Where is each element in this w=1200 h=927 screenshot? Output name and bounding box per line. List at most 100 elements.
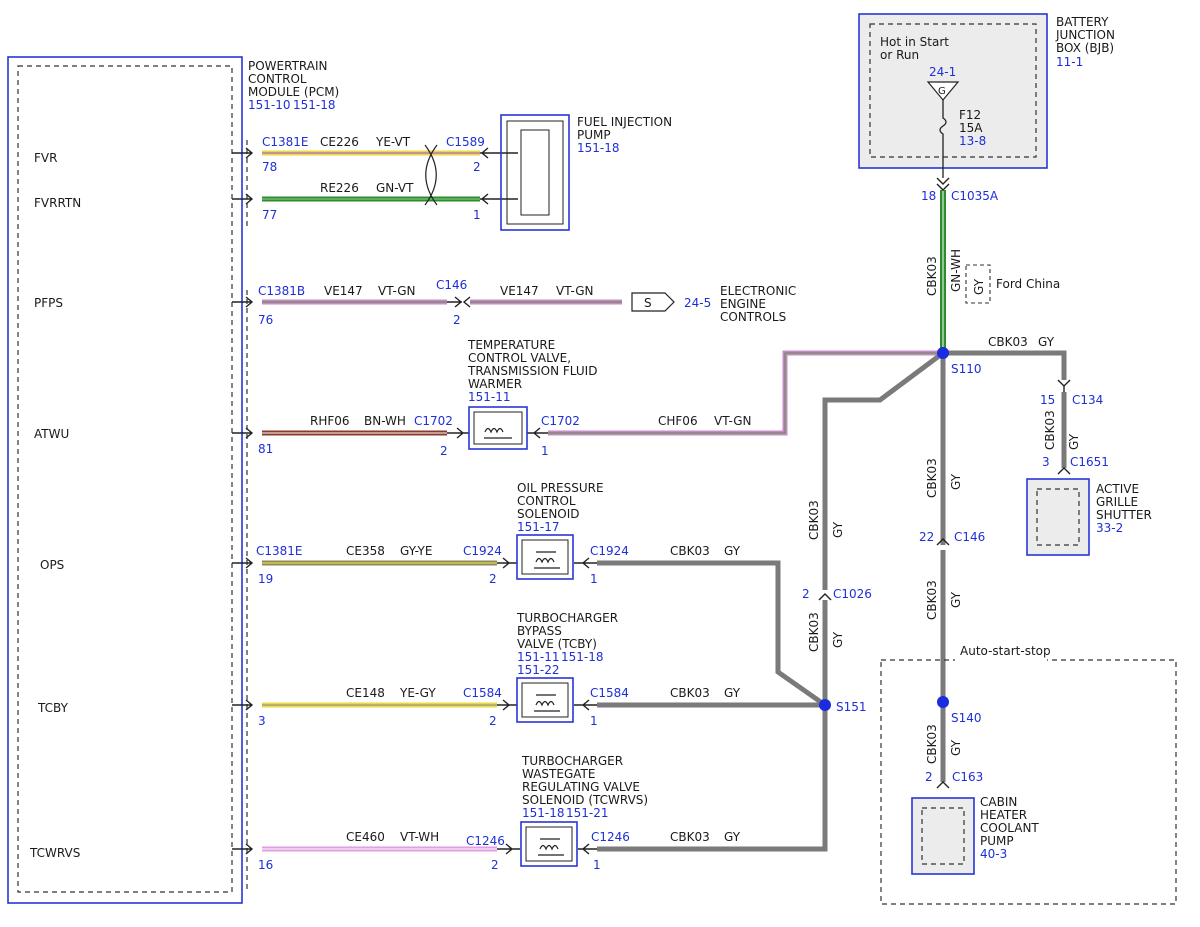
ops-conn-right[interactable]: C1924 [590,544,629,558]
grille-pin-bottom: 3 [1042,455,1050,469]
fuel-pump-title-1: FUEL INJECTION [577,115,672,129]
bjb-hot-1: Hot in Start [880,35,949,49]
tcby-color: YE-GY [399,686,436,700]
fvr-pin-right: 2 [473,160,481,174]
pcm-ref-2[interactable]: 151-18 [293,98,336,112]
ford-china-label: Ford China [996,277,1060,291]
ops-title-3: SOLENOID [517,507,580,521]
fuse-icon [939,100,947,178]
pcm-module: POWERTRAIN CONTROL MODULE (PCM) 151-10 1… [7,56,339,904]
pcm-ref-1[interactable]: 151-10 [248,98,291,112]
fvr-conn-left[interactable]: C1381E [262,135,309,149]
ops-color: GY-YE [400,544,432,558]
pump-feed-color: GY [949,739,963,756]
splice-s140-label: S140 [951,711,982,725]
tcby-title-2: BYPASS [517,624,562,638]
pump-ref[interactable]: 40-3 [980,847,1007,861]
pcm-pin-fvr: FVR [34,151,57,165]
pump-title-3: COOLANT [980,821,1039,835]
atwu-conn-right[interactable]: C1702 [541,414,580,428]
tcwrvs-conn-mid[interactable]: C1246 [466,834,505,848]
tcby-ref-3[interactable]: 151-22 [517,663,560,677]
tcv-ref[interactable]: 151-11 [468,390,511,404]
tcby-ref-1[interactable]: 151-11 [517,650,560,664]
tcby-pin-mid: 2 [489,714,497,728]
ops-circuit-2: CBK03 [670,544,710,558]
eec-symbol: S [644,296,652,310]
tcby-conn-mid[interactable]: C1584 [463,686,502,700]
tcby-ref-2[interactable]: 151-18 [561,650,604,664]
grille-pin-top: 15 [1040,393,1055,407]
pump-feed-circuit: CBK03 [925,724,939,764]
ground-circuits [597,350,1067,852]
active-grille-shutter: ACTIVE GRILLE SHUTTER 33-2 [1026,478,1152,556]
tcwrvs-ref-1[interactable]: 151-18 [522,806,565,820]
bjb-feed-circuit: CBK03 [925,256,939,296]
pcm-title-1: POWERTRAIN [248,59,328,73]
grille-conn-top[interactable]: C134 [1072,393,1103,407]
auto-start-stop-zone: Auto-start-stop [880,644,1177,905]
tcby-pin-left: 3 [258,714,266,728]
tcby-title-3: VALVE (TCBY) [517,637,597,651]
pcm-pin-tcwrvs: TCWRVS [29,846,80,860]
pfps-conn-left[interactable]: C1381B [258,284,305,298]
pcm-pin-pfps: PFPS [34,296,63,310]
trunk-color-b: GY [949,591,963,608]
bjb-ground-ref[interactable]: 24-1 [929,65,956,79]
pfps-conn-mid[interactable]: C146 [436,278,467,292]
splice-s110-label: S110 [951,362,982,376]
fvr-conn-right[interactable]: C1589 [446,135,485,149]
ops-title-2: CONTROL [517,494,576,508]
tcby-conn-right[interactable]: C1584 [590,686,629,700]
bjb-feed-conn[interactable]: C1035A [951,189,999,203]
tcwrvs-title-4: SOLENOID (TCWRVS) [522,793,648,807]
bjb-fuse-ref[interactable]: 13-8 [959,134,986,148]
fuel-injection-pump: FUEL INJECTION PUMP 151-18 [500,114,672,231]
pcm-title-3: MODULE (PCM) [248,85,339,99]
splice-s110[interactable] [937,347,949,359]
tcby-color-2: GY [724,686,741,700]
ops-conn-mid[interactable]: C1924 [463,544,502,558]
pfps-color: VT-GN [378,284,415,298]
eec-ref[interactable]: 24-5 [684,296,711,310]
tcby-title-1: TURBOCHARGER [516,611,618,625]
bjb-ref[interactable]: 11-1 [1056,55,1083,69]
grille-circuit-v: CBK03 [1043,410,1057,450]
eec-title-1: ELECTRONIC [720,284,796,298]
fuel-pump-ref[interactable]: 151-18 [577,141,620,155]
atwu-circuit: RHF06 [310,414,350,428]
tcwrvs-pin-left: 16 [258,858,273,872]
s151-conn-c1026[interactable]: C1026 [833,587,872,601]
bjb-feed-alt-color: GY [972,278,986,295]
cabin-heater-coolant-pump: CABIN HEATER COOLANT PUMP 40-3 [911,795,1039,875]
grille-conn-bottom[interactable]: C1651 [1070,455,1109,469]
pump-title-4: PUMP [980,834,1014,848]
bjb-fuse-name: F12 [959,108,981,122]
bjb-feed-color: GN-WH [949,249,963,292]
splice-s140[interactable] [937,696,949,708]
atwu-pin-left: 81 [258,442,273,456]
pfps-circuit: VE147 [324,284,363,298]
ops-ref[interactable]: 151-17 [517,520,560,534]
tcwrvs-circuit: CE460 [346,830,385,844]
battery-junction-box: Hot in Start or Run 24-1 G F12 15A 13-8 … [858,13,1115,178]
terminals [232,147,1071,855]
tcwrvs-pin-mid: 2 [491,858,499,872]
grille-branch-circuit: CBK03 [988,335,1028,349]
pump-feed-conn[interactable]: C163 [952,770,983,784]
bjb-title-3: BOX (BJB) [1056,41,1114,55]
tcwrvs-ref-2[interactable]: 151-21 [566,806,609,820]
ops-pin-left: 19 [258,572,273,586]
tcby-circuit: CE148 [346,686,385,700]
tcwrvs-title-3: REGULATING VALVE [522,780,640,794]
atwu-conn-mid[interactable]: C1702 [414,414,453,428]
pump-title-1: CABIN [980,795,1017,809]
trunk-conn-c146[interactable]: C146 [954,530,985,544]
bjb-fuse-rating: 15A [959,121,983,135]
grille-ref[interactable]: 33-2 [1096,521,1123,535]
tcwrvs-conn-right[interactable]: C1246 [591,830,630,844]
atwu-color: BN-WH [364,414,406,428]
ops-conn-left[interactable]: C1381E [256,544,303,558]
splice-s151[interactable] [819,699,831,711]
